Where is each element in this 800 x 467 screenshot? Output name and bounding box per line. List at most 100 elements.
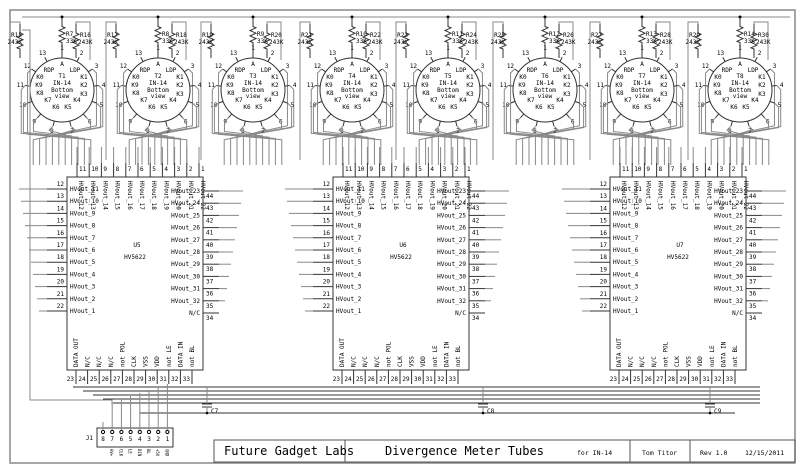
date: 12/15/2011 [745,449,784,457]
ic-pin-label: HVout_1 [336,308,362,315]
left-dp-wire [9,21,21,160]
ic-body [66,176,204,371]
ic-pin-label: N/C [351,356,358,367]
ic-pin-label: DATA OUT [616,338,623,367]
cathode-wire [726,125,744,165]
ic-pin-number: 31 [703,376,711,383]
view-label: view [733,93,748,100]
tube-pin-stub [88,68,93,73]
tube-pin-stub [722,57,726,62]
tube-pin-number: 7 [650,128,654,135]
tube-pin-number: 13 [230,50,238,57]
ic-pin-number: 23 [333,376,341,383]
tube-pin-stub [730,120,733,127]
tube-pin-stub [477,100,483,104]
ic-pin-label: HVout_23 [171,188,200,195]
resistor-value: 243K [394,39,409,46]
ic-part: HV5622 [667,254,689,261]
tube-pin-stub [140,57,144,62]
tube-pin-stub [359,120,362,127]
ic-pin-number: 13 [57,193,65,200]
tube-pin-number: 9 [32,118,36,125]
tube-pin-number: 7 [166,128,170,135]
left-dp-resistor [206,24,216,58]
ic-pin-label: HVout_2 [336,296,362,303]
ic-pin-number: 38 [206,266,214,273]
tube-pin-number: 7 [456,128,460,135]
tube-pin-number: 3 [385,63,389,70]
cathode-wire [147,117,188,165]
ic-pin-label: HVout_21 [187,181,194,210]
electrode-k1-label: K1 [563,74,571,81]
ic-pin-number: 35 [749,303,757,310]
left-dp-wire [299,21,311,160]
electrode-k5-label: K5 [255,104,263,111]
ic-pin-label: VDD [420,356,427,367]
tube-pin-stub [279,68,284,73]
tube-pin-number: 4 [392,82,396,89]
cathode-wire [408,102,465,165]
tube-pin-stub [656,57,660,62]
ic-pin-number: 30 [414,376,422,383]
ic-pin-label: HVout_18 [150,181,157,210]
left-dp-wire [589,21,601,160]
tube-pin-number: 12 [410,63,418,70]
ic-pin-label: HVout_11 [613,186,642,193]
ic-pin-label: HVout_11 [336,186,365,193]
electrode-a-label: A [251,61,255,68]
ic-pin-number: 19 [600,266,608,273]
cathode-wire [335,102,392,165]
cathode-wire [310,85,375,165]
tube-pin-stub [552,120,555,127]
cathode-wire [116,85,181,165]
cathode-wire [434,125,452,165]
cathode-wire [213,102,270,165]
resistor-value: 243K [658,39,673,46]
tube-pin-stub [366,57,370,62]
tube-type: IN-14 [439,80,457,87]
ic-pin-number: 17 [323,242,331,249]
cathode-wire [729,117,770,165]
ic-pin-label: VSS [686,356,693,367]
title-block: Future Gadget Labs Divergence Meter Tube… [213,439,796,463]
ic-pin-number: 24 [78,376,86,383]
view-label: Bottom [437,87,459,94]
ic-pin-label: N/C [651,356,658,367]
cathode-wire [312,102,369,165]
tube-pin-number: 4 [488,82,492,89]
ic-pin-number: 11 [622,166,630,173]
ic-pin-label: not LE [166,345,173,367]
cathode-wire [510,68,575,165]
electrode-k5-label: K5 [742,104,750,111]
ic-pin-label: HVout_12 [77,181,84,210]
ic-pin-number: 27 [656,376,664,383]
ic-pin-number: 24 [344,376,352,383]
resistor-ref: R10 [356,31,367,38]
view-label: Bottom [242,87,264,94]
tube-pin-stub [571,68,576,73]
ic-pin-number: 14 [323,205,331,212]
tube-pin-number: 5 [290,102,294,109]
tube-pin-stub [165,120,168,127]
tube-pin-stub [624,57,628,62]
ic-pin-label: HVout_31 [714,286,743,293]
ic-pin-label: HVout_9 [336,210,362,217]
author: Tom Titor [642,449,677,457]
cathode-wire [625,102,682,165]
ic-pin-number: 33 [726,376,734,383]
ic-pin-label: HVout_32 [171,298,200,305]
tube-pin-number: 9 [322,118,326,125]
ic-pin-label: HVout_30 [171,273,200,280]
ic-pin-label: HVout_2 [613,296,639,303]
drawing-subtitle: for IN-14 [577,449,612,457]
tube-ref: T7 [638,73,646,80]
resistor-ref: R7 [66,31,74,38]
tube-pin-stub [535,120,538,127]
electrode-k4-label: K4 [73,97,81,104]
connector-pin [137,429,142,435]
ic-pin-number: 36 [749,291,757,298]
resistor-ref: R19 [202,32,213,39]
ic-pin-label: HVout_11 [70,186,99,193]
ic-pin-label: HVout_9 [70,210,96,217]
